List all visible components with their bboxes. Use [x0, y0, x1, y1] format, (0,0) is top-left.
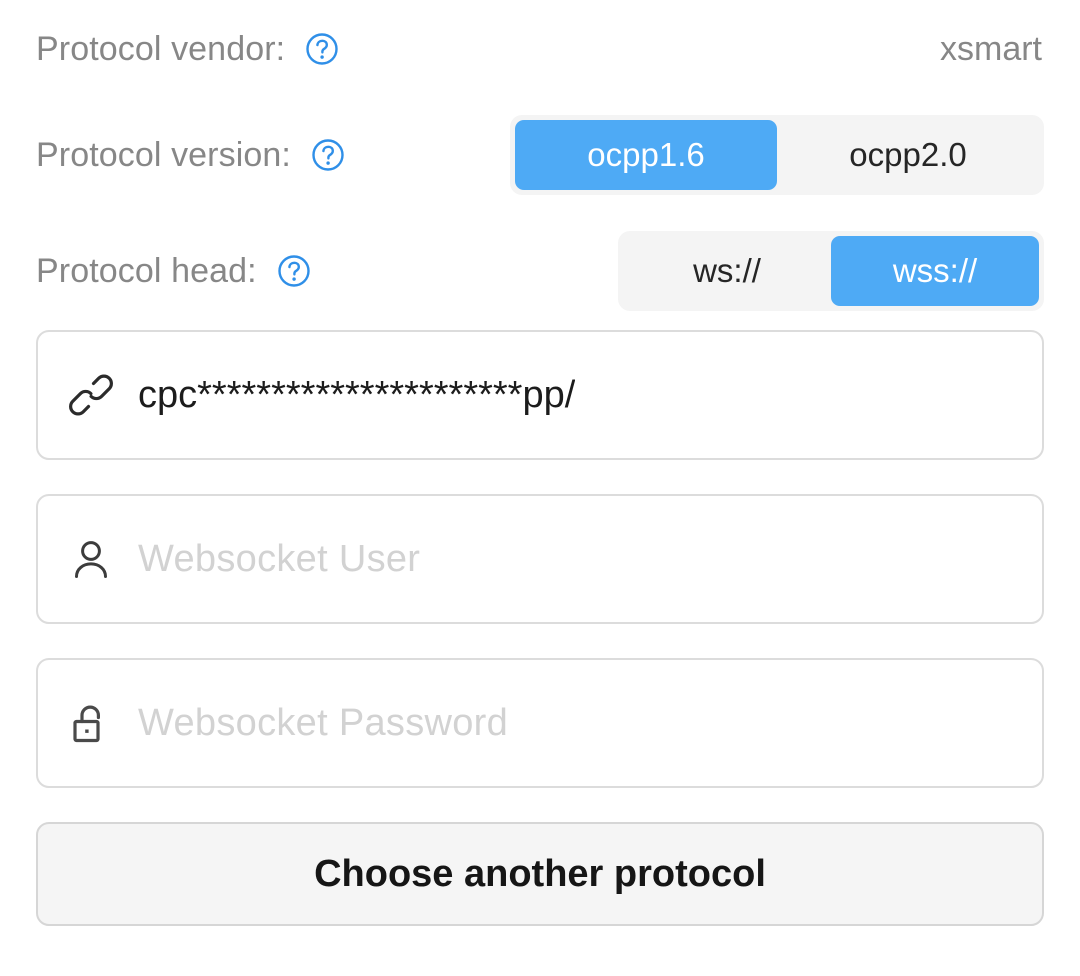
protocol-version-segmented-control[interactable]: ocpp1.6 ocpp2.0 — [510, 115, 1044, 195]
server-url-value: cpc**********************pp/ — [138, 373, 576, 416]
unlock-icon — [66, 698, 116, 748]
link-icon — [66, 370, 116, 420]
server-url-field[interactable]: cpc**********************pp/ — [36, 330, 1044, 460]
user-icon — [66, 534, 116, 584]
websocket-password-placeholder: Websocket Password — [138, 701, 509, 744]
protocol-head-segmented-control[interactable]: ws:// wss:// — [618, 231, 1044, 311]
protocol-vendor-label: Protocol vendor: — [36, 29, 286, 68]
protocol-vendor-value: xsmart — [940, 29, 1042, 68]
question-circle-icon[interactable] — [305, 32, 339, 66]
question-circle-icon[interactable] — [277, 254, 311, 288]
protocol-vendor-row: Protocol vendor: xsmart — [36, 0, 1044, 98]
segment-wss[interactable]: wss:// — [831, 236, 1039, 306]
settings-list: Protocol vendor: xsmart Protocol version… — [0, 0, 1080, 330]
segment-ws[interactable]: ws:// — [693, 252, 761, 289]
websocket-password-field[interactable]: Websocket Password — [36, 658, 1044, 788]
protocol-version-row: Protocol version: ocpp1.6 ocpp2.0 — [36, 98, 1044, 212]
websocket-user-field[interactable]: Websocket User — [36, 494, 1044, 624]
choose-another-protocol-button[interactable]: Choose another protocol — [36, 822, 1044, 926]
protocol-head-row: Protocol head: ws:// wss:// — [36, 212, 1044, 330]
protocol-version-label: Protocol version: — [36, 135, 291, 174]
websocket-user-placeholder: Websocket User — [138, 537, 421, 580]
segment-ocpp16[interactable]: ocpp1.6 — [515, 120, 777, 190]
protocol-head-label: Protocol head: — [36, 251, 257, 290]
segment-ocpp20[interactable]: ocpp2.0 — [849, 136, 967, 173]
question-circle-icon[interactable] — [311, 138, 345, 172]
